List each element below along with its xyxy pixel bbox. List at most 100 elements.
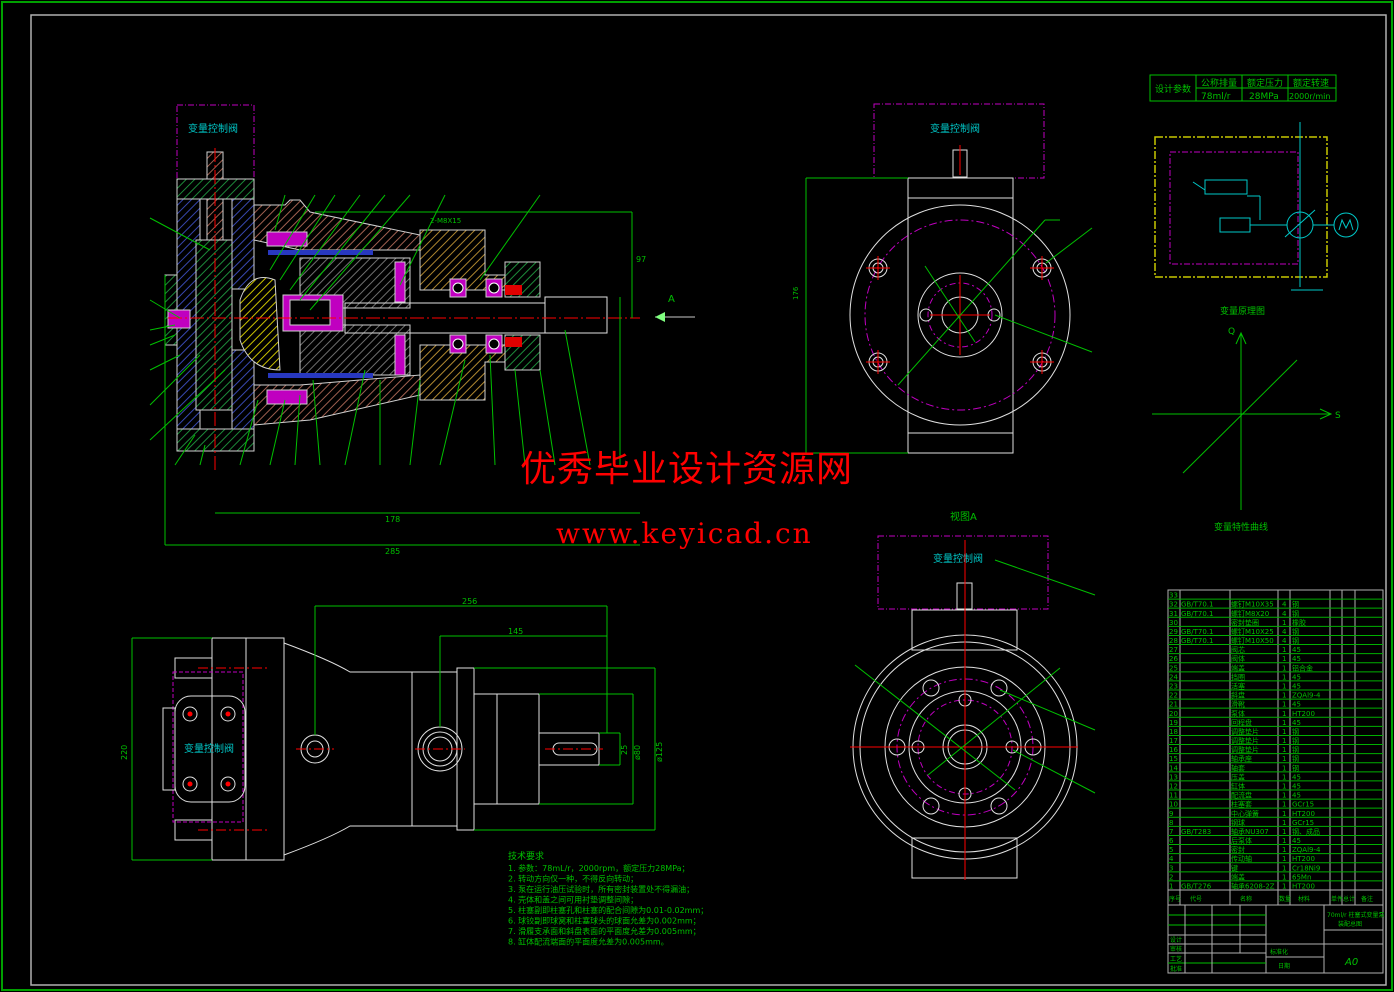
bom-cell: 10 (1169, 801, 1178, 809)
params-col-3: 额定转速 (1293, 77, 1329, 89)
tech-req-item: 8. 缸体配流端面的平面度允差为0.005mm。 (508, 937, 669, 947)
bom-cell: 1 (1282, 728, 1286, 736)
bom-cell: 传动轴 (1231, 854, 1252, 863)
bom-header-cell: 单件 (1331, 895, 1343, 903)
bom-cell: 23 (1169, 683, 1178, 691)
bom-cell: 1 (1282, 646, 1286, 654)
bom-header-cell: 总计 (1343, 895, 1355, 903)
bom-cell: 65Mn (1292, 873, 1311, 881)
bom-cell: GCr15 (1292, 801, 1314, 809)
bom-cell: 8 (1169, 819, 1173, 827)
bom-cell: 13 (1169, 773, 1178, 781)
bom-cell: 钢 (1292, 609, 1299, 618)
view-a-arrow-label: A (668, 294, 675, 305)
tech-requirements: 技术要求 1. 参数：78mL/r，2000rpm，额定压力28MPa；2. 转… (508, 850, 708, 947)
bom-cell: 回程盘 (1231, 718, 1252, 727)
bom-cell: GB/T70.1 (1181, 601, 1213, 609)
bom-cell: 钢 (1292, 627, 1299, 636)
bom-cell: 45 (1292, 646, 1301, 654)
bom-cell: 钢 (1292, 600, 1299, 609)
bom-cell: 轴承6208-2Z (1231, 882, 1275, 891)
bom-header-cell: 名称 (1240, 895, 1252, 903)
bom-cell: 螺钉M8X20 (1231, 609, 1269, 618)
bom-cell: 调整垫片 (1231, 727, 1259, 736)
characteristic-curve: 变量原理图 Q S 变量特性曲线 (1152, 305, 1341, 533)
title-block: 70ml/r 柱塞式变量泵 装配总图 A0 设计 审核 工艺 标准化 批准 日期 (1167, 904, 1385, 974)
title-block-label-1: 审核 (1170, 945, 1182, 953)
bom-cell: 32 (1169, 601, 1178, 609)
watermark-title: 优秀毕业设计资源网 (520, 449, 854, 490)
bom-cell: 钢 (1292, 727, 1299, 736)
view-a-control-valve-label: 变量控制阀 (933, 552, 983, 565)
title-block-drawing-name: 70ml/r 柱塞式变量泵 (1327, 911, 1385, 919)
bom-cell: 3 (1169, 864, 1173, 872)
hydraulic-schematic (1154, 122, 1359, 291)
bom-cell: 1 (1282, 692, 1286, 700)
bom-cell: 1 (1282, 828, 1286, 836)
bom-cell: 中心弹簧 (1231, 809, 1259, 818)
bom-cell: HT200 (1292, 810, 1315, 818)
bom-cell: 钢球 (1231, 818, 1245, 827)
bom-cell: 滑靴 (1231, 700, 1245, 709)
bom-cell: 1 (1282, 783, 1286, 791)
dim-25: 25 (620, 745, 629, 755)
bom-cell: GB/T70.1 (1181, 610, 1213, 618)
params-val-3: 2000r/min (1289, 92, 1330, 101)
title-block-label-0: 设计 (1170, 936, 1182, 944)
bom-cell: 1 (1282, 792, 1286, 800)
bom-cell: 33 (1169, 592, 1178, 600)
bom-cell: 泵体 (1231, 709, 1245, 718)
bom-cell: GCr15 (1292, 819, 1314, 827)
bom-cell: 1 (1282, 737, 1286, 745)
bom-cell: 21 (1169, 701, 1178, 709)
bom-cell: 钢 (1292, 745, 1299, 754)
params-col-2: 额定压力 (1247, 77, 1283, 89)
bom-cell: 活塞 (1231, 682, 1245, 691)
bom-cell: HT200 (1292, 710, 1315, 718)
bom-cell: 15 (1169, 755, 1178, 763)
bom-cell: 4 (1169, 855, 1174, 863)
tech-req-title: 技术要求 (508, 850, 544, 862)
bom-cell: 45 (1292, 719, 1301, 727)
bom-cell: 1 (1282, 801, 1286, 809)
view-a-title: 视图A (950, 510, 977, 523)
bom-cell: HT200 (1292, 883, 1315, 891)
bom-cell: 钢 (1292, 754, 1299, 763)
bom-header-cell: 材料 (1298, 895, 1310, 903)
bom-cell: 轴承座 (1231, 754, 1252, 763)
bom-cell: ZQAl9-4 (1292, 692, 1321, 700)
bom-cell: 阀芯 (1231, 645, 1245, 654)
top-view: 变量控制阀 (120, 597, 664, 861)
bom-cell: 45 (1292, 701, 1301, 709)
bom-cell: HT200 (1292, 855, 1315, 863)
bom-cell: 钢、成品 (1292, 827, 1320, 836)
bom-cell: 1 (1282, 773, 1286, 781)
bom-cell: 配流盘 (1231, 791, 1252, 800)
bom-cell: 钢 (1292, 636, 1299, 645)
bom-cell: 31 (1169, 610, 1178, 618)
bom-cell: 铝合金 (1292, 663, 1313, 672)
bom-cell: 4 (1282, 637, 1287, 645)
bom-cell: 18 (1169, 728, 1178, 736)
bom-cell: 45 (1292, 655, 1301, 663)
bom-row: 33 (1169, 592, 1178, 600)
dim-125: ø125 (655, 742, 664, 762)
bom-cell: 橡胶 (1292, 618, 1306, 627)
dim-256: 256 (462, 597, 477, 606)
title-block-label-5: 日期 (1278, 962, 1290, 970)
bom-cell: 1 (1282, 683, 1286, 691)
